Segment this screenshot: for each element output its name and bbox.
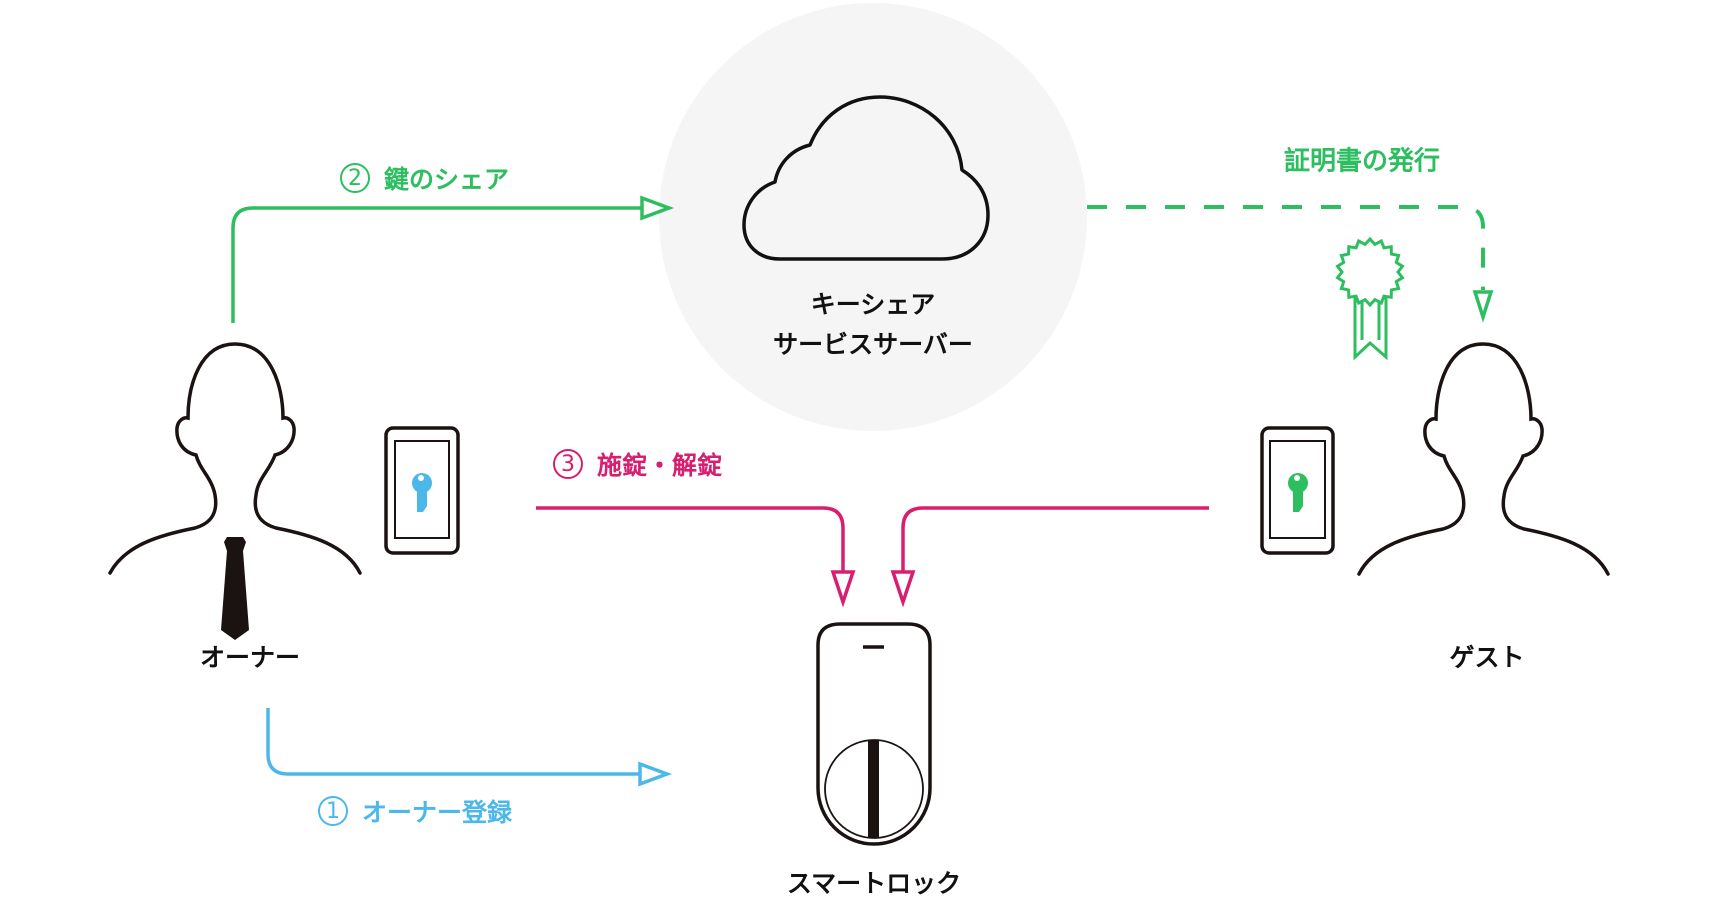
step-number-badge: 1 <box>318 796 348 826</box>
arrow-lock-unlock-owner <box>536 506 856 608</box>
certificate-ribbon-icon <box>1335 236 1405 361</box>
guest-person-icon <box>1357 342 1610 576</box>
step-label-text: 鍵のシェア <box>384 165 510 194</box>
key-icon <box>412 473 432 512</box>
server-background <box>659 3 1087 431</box>
owner-phone-icon <box>384 426 460 555</box>
guest-label: ゲスト <box>1449 643 1525 672</box>
server-label-line1: キーシェア <box>810 290 936 319</box>
arrow-certificate <box>1087 205 1494 323</box>
server-label-line2: サービスサーバー <box>773 330 973 359</box>
guest-phone-icon <box>1260 426 1335 555</box>
smart-lock-label: スマートロック <box>786 869 962 898</box>
step-2-label: 2 鍵のシェア <box>340 160 509 196</box>
smart-lock-icon <box>816 622 932 846</box>
cloud-icon <box>742 95 990 261</box>
owner-person-icon <box>108 342 362 640</box>
step-number-badge: 2 <box>340 163 370 193</box>
certificate-label: 証明書の発行 <box>1283 146 1441 177</box>
step-label-text: オーナー登録 <box>362 798 513 827</box>
step-label-text: 施錠・解錠 <box>597 451 723 480</box>
step-number-badge: 3 <box>553 449 583 479</box>
step-3-label: 3 施錠・解錠 <box>553 446 722 482</box>
server-label: キーシェア サービスサーバー <box>773 285 973 365</box>
step-1-label: 1 オーナー登録 <box>318 793 512 829</box>
arrow-key-share <box>231 195 675 323</box>
owner-label: オーナー <box>199 643 301 672</box>
arrow-owner-registration <box>266 708 673 787</box>
key-icon <box>1288 473 1308 512</box>
arrow-lock-unlock-guest <box>890 506 1209 608</box>
tie-icon <box>221 537 249 640</box>
